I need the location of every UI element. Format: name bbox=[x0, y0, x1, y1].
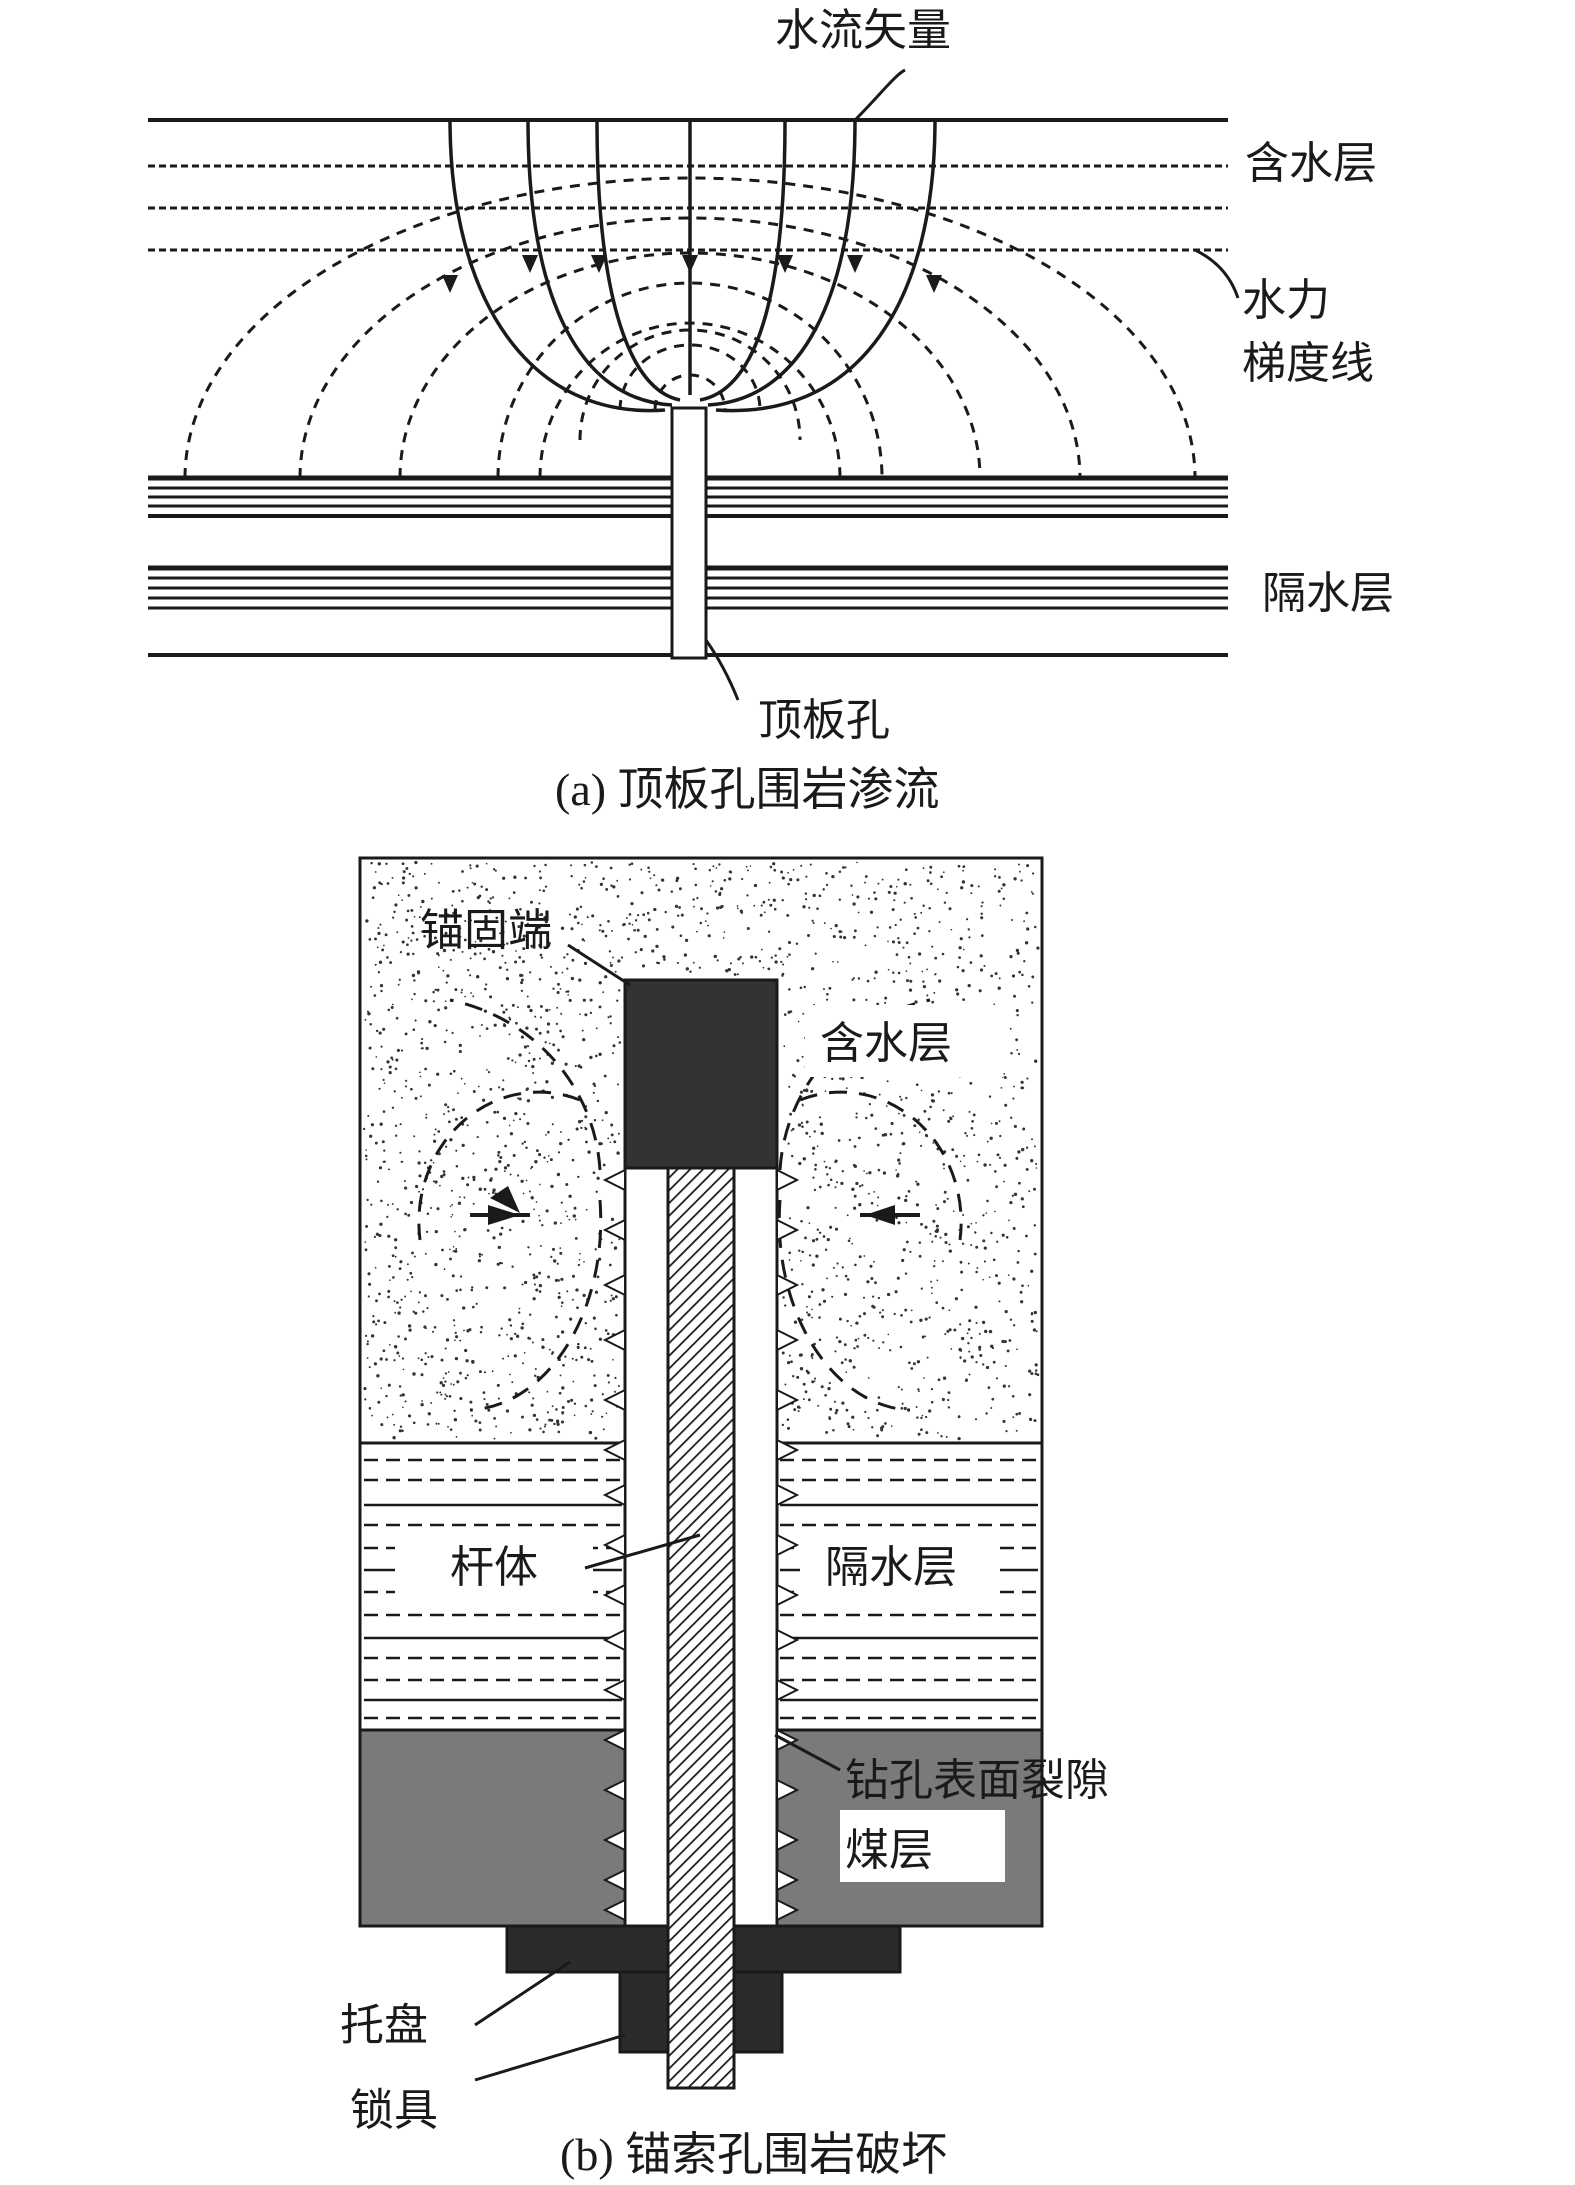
water-flow-vectors bbox=[448, 119, 937, 413]
panel-a-caption: (a) 顶板孔围岩渗流 bbox=[555, 764, 940, 815]
coal-seam-label: 煤层 bbox=[845, 1825, 933, 1876]
gradient-line-label-1: 水力 bbox=[1242, 275, 1330, 326]
aquifer-label-a: 含水层 bbox=[1245, 138, 1377, 189]
gradient-line-label-2: 梯度线 bbox=[1242, 338, 1374, 389]
water-vector-label: 水流矢量 bbox=[775, 5, 951, 56]
hole-surface-cracks bbox=[602, 1168, 800, 1922]
rod-body-label: 杆体 bbox=[450, 1542, 538, 1593]
aquifer-label-b: 含水层 bbox=[820, 1018, 952, 1069]
panel-a-leaders bbox=[704, 68, 1240, 701]
panel-b-caption: (b) 锚索孔围岩破坏 bbox=[560, 2129, 947, 2180]
anchor-end-block bbox=[623, 978, 779, 1170]
aquiclude-label-a: 隔水层 bbox=[1262, 568, 1394, 619]
aquifer-label-bg bbox=[805, 1005, 1003, 1077]
aquiclude-label-bg bbox=[800, 1528, 1000, 1600]
aquifer-stipple bbox=[362, 860, 1040, 1441]
aquifer-boundaries bbox=[148, 118, 1228, 252]
panel-a-roof-hole-seepage: 水流矢量 含水层 水力 梯度线 隔水层 顶板孔 (a) 顶板孔围岩渗流 bbox=[148, 5, 1394, 815]
hole-surface-cracks-label: 钻孔表面裂隙 bbox=[845, 1755, 1109, 1806]
panel-b-leaders bbox=[474, 943, 841, 2082]
tray-label: 托盘 bbox=[340, 2000, 428, 2051]
roof-hole bbox=[670, 406, 708, 660]
rod-label-bg bbox=[395, 1528, 593, 1600]
anchor-end-label: 锚固端 bbox=[420, 905, 552, 956]
flow-arrowheads bbox=[442, 255, 942, 293]
coal-label-bg bbox=[840, 1810, 1005, 1882]
aquiclude-label-b: 隔水层 bbox=[825, 1542, 957, 1593]
seepage-arrows bbox=[470, 1186, 920, 1225]
roof-hole-label: 顶板孔 bbox=[758, 695, 890, 746]
rod-body bbox=[666, 1166, 736, 2090]
panel-b-anchor-hole-failure: 锚固端 含水层 杆体 隔水层 钻孔表面裂隙 煤层 托盘 锁具 (b) 锚索孔围岩… bbox=[340, 856, 1109, 2180]
lock-label: 锁具 bbox=[350, 2085, 438, 2136]
